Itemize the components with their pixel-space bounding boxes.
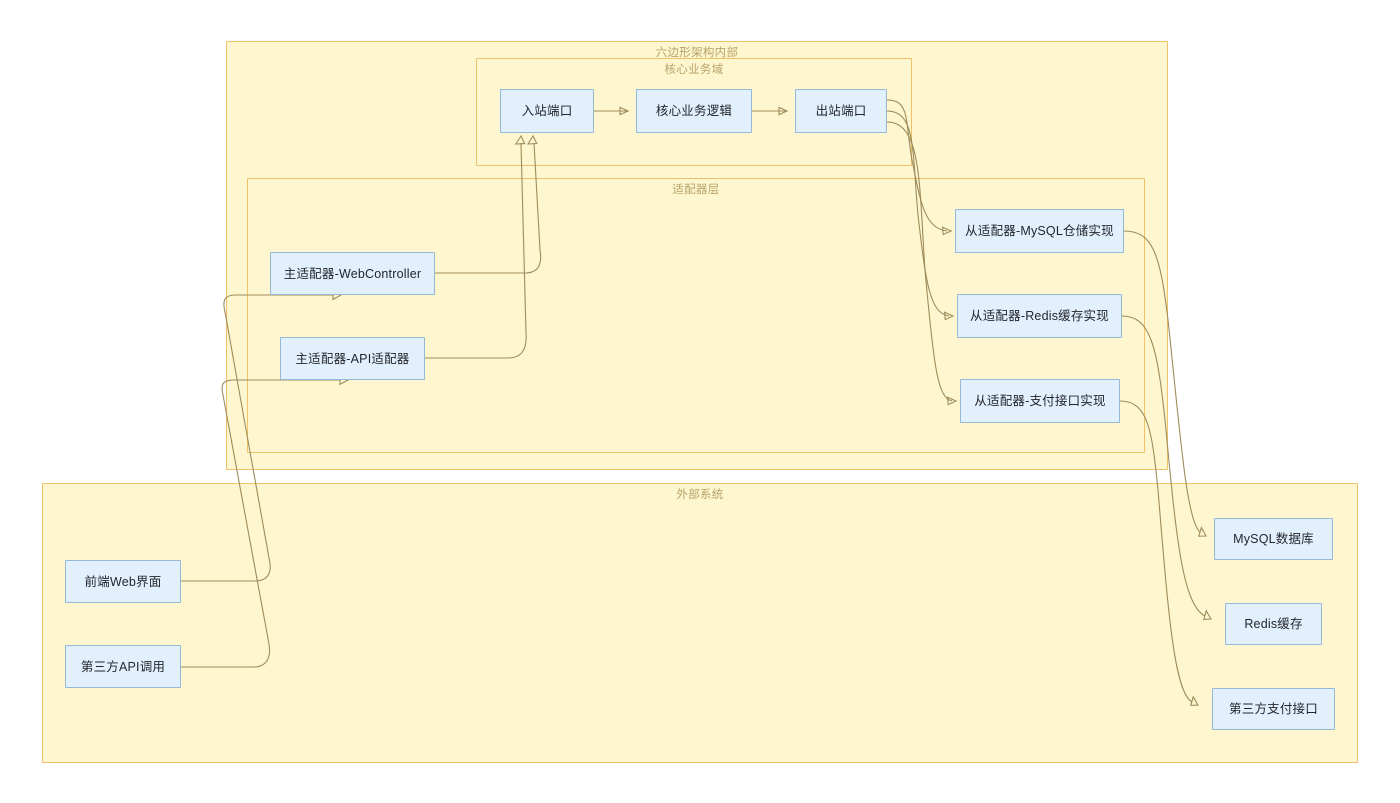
node-redis-cache[interactable]: Redis缓存 <box>1225 603 1322 645</box>
group-label-hexagonal-architecture: 六边形架构内部 <box>655 47 739 59</box>
node-primary-adapter-api[interactable]: 主适配器-API适配器 <box>280 337 425 380</box>
node-outbound-port[interactable]: 出站端口 <box>795 89 887 133</box>
group-label-core-business-domain: 核心业务域 <box>664 64 724 76</box>
node-frontend-web-ui[interactable]: 前端Web界面 <box>65 560 181 603</box>
node-third-party-api-call[interactable]: 第三方API调用 <box>65 645 181 688</box>
node-third-party-payment-interface[interactable]: 第三方支付接口 <box>1212 688 1335 730</box>
node-inbound-port[interactable]: 入站端口 <box>500 89 594 133</box>
group-label-adapter-layer: 适配器层 <box>672 184 720 196</box>
node-core-business-logic[interactable]: 核心业务逻辑 <box>636 89 752 133</box>
node-secondary-adapter-mysql-repository[interactable]: 从适配器-MySQL仓储实现 <box>955 209 1124 253</box>
group-external-systems[interactable]: 外部系统 <box>42 483 1358 763</box>
node-mysql-database[interactable]: MySQL数据库 <box>1214 518 1333 560</box>
node-secondary-adapter-redis-cache[interactable]: 从适配器-Redis缓存实现 <box>957 294 1122 338</box>
group-label-external-systems: 外部系统 <box>676 489 724 501</box>
node-secondary-adapter-payment-interface[interactable]: 从适配器-支付接口实现 <box>960 379 1120 423</box>
node-primary-adapter-webcontroller[interactable]: 主适配器-WebController <box>270 252 435 295</box>
